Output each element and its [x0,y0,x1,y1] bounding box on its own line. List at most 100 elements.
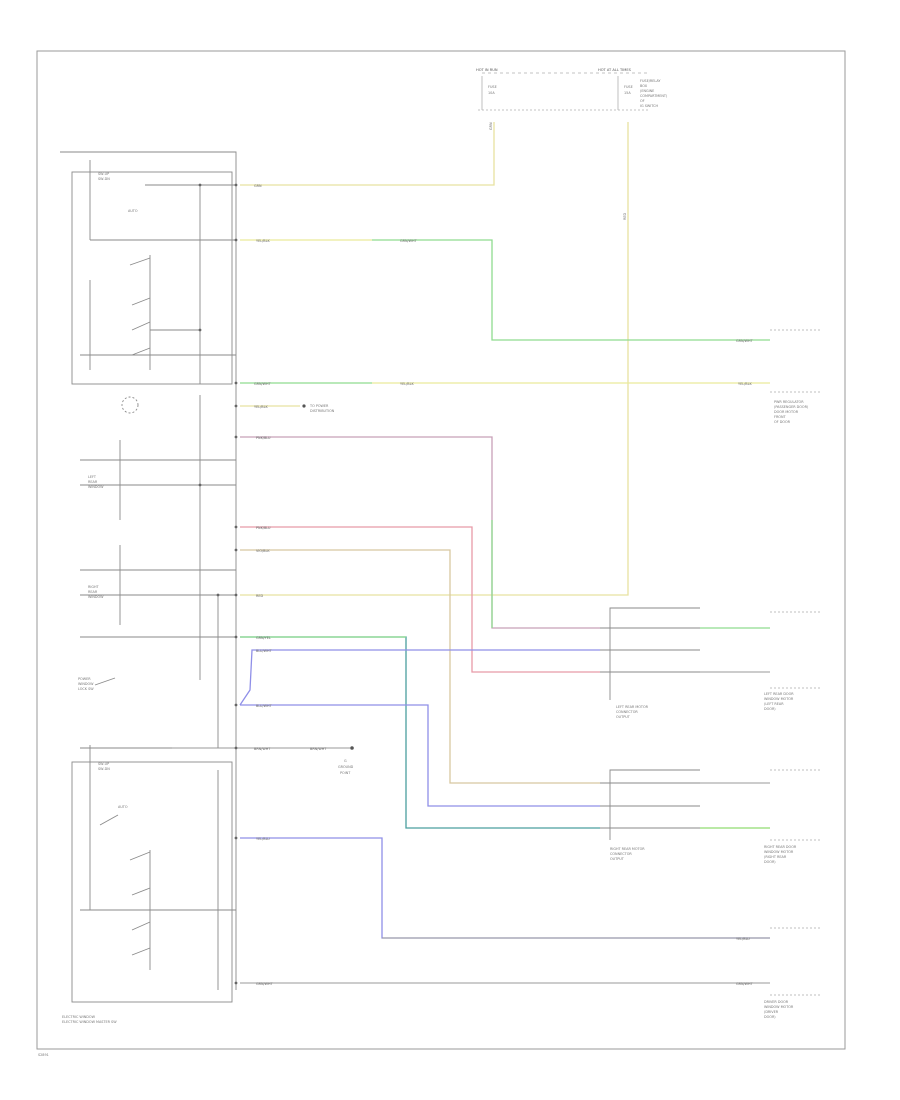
right-fuse-connector-label: HOT AT ALL TIMES [598,68,632,72]
drv-door-label-4: DOOR) [764,1015,776,1019]
wire-blue-2 [240,704,600,807]
ground-text-3: POINT [340,771,351,775]
relay-box-text-2: BOX [640,84,648,88]
right-rear-motor-connector [600,769,700,840]
wire-label-blue: BLU/WHT [256,649,273,653]
rr-door-label-3: (RIGHT REAR [764,855,787,859]
master-switch-block [60,151,237,1003]
relay-box-text-1: FUSE/RELAY [640,79,661,83]
lr-motor-label-1: LEFT REAR MOTOR [616,705,649,709]
wire-label-yel-2: YEL/BLK [400,382,414,386]
lock-switch-label-2: WINDOW [78,682,94,686]
wire-yellow-top [240,122,495,186]
pwr-window-label-4: FRONT [774,415,787,419]
drv-door-label-1: DRIVER DOOR [764,1000,789,1004]
footer-code: S2891 [38,1053,49,1057]
wire-label-right-vertical: RED [623,213,627,220]
lower-switch-label-auto: AUTO [118,805,128,809]
lr-door-label-3: (LEFT REAR [764,702,784,706]
bottom-caption-1: ELECTRIC WINDOW [62,1015,96,1019]
lr-door-label-1: LEFT REAR DOOR [764,692,794,696]
ground-text-2: GROUND [338,765,354,769]
right-switch-label-3: WINDOW [88,595,104,599]
left-switch-label-2: REAR [88,480,98,484]
wire-green-row2 [372,239,770,341]
side-note-2: DISTRIBUTION [310,409,335,413]
left-rear-window-motor [770,611,820,689]
side-note-1: TO POWER [309,404,329,408]
wire-label-violet: VIO/BLK [256,549,270,553]
lr-motor-label-2: CONNECTOR [616,710,638,714]
wire-teal [240,636,600,829]
fuse-left-1: FUSE [488,85,497,89]
left-switch-label-3: WINDOW [88,485,104,489]
passenger-window-motor [770,329,820,393]
switch-label-auto: AUTO [128,209,138,213]
right-switch-label-1: RIGHT [88,585,100,589]
wire-label-blue-2: BLU/WHT [256,704,273,708]
wire-label-pink-1: PNK/BLU [256,436,271,440]
pwr-window-label-3: DOOR MOTOR [774,410,799,414]
lower-switch-label-dn: SW-DN [98,767,110,771]
rr-motor-label-3: OUTPUT [610,857,625,861]
rr-door-label-4: DOOR) [764,860,776,864]
relay-box-text-5: OF [640,99,645,103]
pwr-window-label-5: OF DOOR [774,420,791,424]
wire-pink-2 [240,526,600,673]
bus-connection-points [198,183,238,985]
lock-switch-label-3: LOCK SW [78,687,94,691]
relay-box-text-4: COMPARTMENT) [640,94,668,98]
drv-door-label-2: WINDOW MOTOR [764,1005,794,1009]
relay-box-text-3: (ENGINE [640,89,654,93]
wire-blue-bottom [240,837,770,939]
wire-label-top: GRN [254,184,262,188]
wire-label-grn-wht: GRN/WHT [400,239,418,243]
left-fuse-connector-label: HOT IN RUN [476,68,498,72]
wire-label-yel-blk: YEL/BLK [254,405,268,409]
wire-label-drv-2: GRN/WHT [256,982,274,986]
driver-window-motor [770,927,820,996]
fuse-left-2: 10A [488,91,495,95]
left-rear-motor-connector [600,607,700,700]
ground-text-1: G [344,759,347,763]
switch-label-sw-dn: SW-DN [98,177,110,181]
wire-label-grn-wht-2: GRN/WHT [736,339,754,343]
wire-label-drv-1b: YEL/BLU [736,937,750,941]
wire-label-yel-1: YEL/BLK [256,239,270,243]
rr-motor-label-1: RIGHT REAR MOTOR [610,847,645,851]
rr-motor-label-2: CONNECTOR [610,852,632,856]
wire-label-pink-2: PNK/BLU [256,526,271,530]
pwr-window-label-1: PWR REGULATOR [774,400,804,404]
rr-door-label-1: RIGHT REAR DOOR [764,845,797,849]
fuse-connector-group: HOT IN RUN HOT AT ALL TIMES FUSE 10A FUS… [476,68,668,111]
relay-box-text-6: IG SWITCH [640,104,658,108]
drv-door-label-3: (DRIVER [764,1010,779,1014]
wire-label-red: RED [256,594,263,598]
right-rear-window-motor [770,769,820,841]
pwr-window-label-2: (PASSENGER DOOR) [774,405,809,409]
right-switch-label-2: REAR [88,590,98,594]
fuse-right-2: 15A [624,91,631,95]
ground-wire-label-2: BRN/WHT [310,747,327,751]
lower-switch-label-up: SW-UP [98,762,109,766]
fuse-right-1: FUSE [624,85,633,89]
wire-pink-1 [240,436,600,629]
ground-wire-label: BRN/WHT [254,747,271,751]
lr-motor-label-3: OUTPUT [616,715,631,719]
wire-label-yel-3: YEL/BLK [738,382,752,386]
wire-blue-1 [239,649,600,706]
wire-label-drv-1: YEL/BLU [256,837,270,841]
lock-switch-label-1: POWER [78,677,91,681]
wire-label-teal: GRN/YEL [256,636,271,640]
wire-yellow-right-vertical [240,122,629,596]
wire-label-drv-2b: GRN/WHT [736,982,754,986]
lr-door-label-2: WINDOW MOTOR [764,697,794,701]
wire-violet [240,549,600,784]
rr-door-label-2: WINDOW MOTOR [764,850,794,854]
diagram-border [36,50,846,1050]
lr-door-label-4: DOOR) [764,707,776,711]
left-switch-label-1: LEFT [88,475,97,479]
wire-label-grn-wht-3: GRN/WHT [254,382,272,386]
wire-label-top-vertical: GRN [489,122,493,130]
